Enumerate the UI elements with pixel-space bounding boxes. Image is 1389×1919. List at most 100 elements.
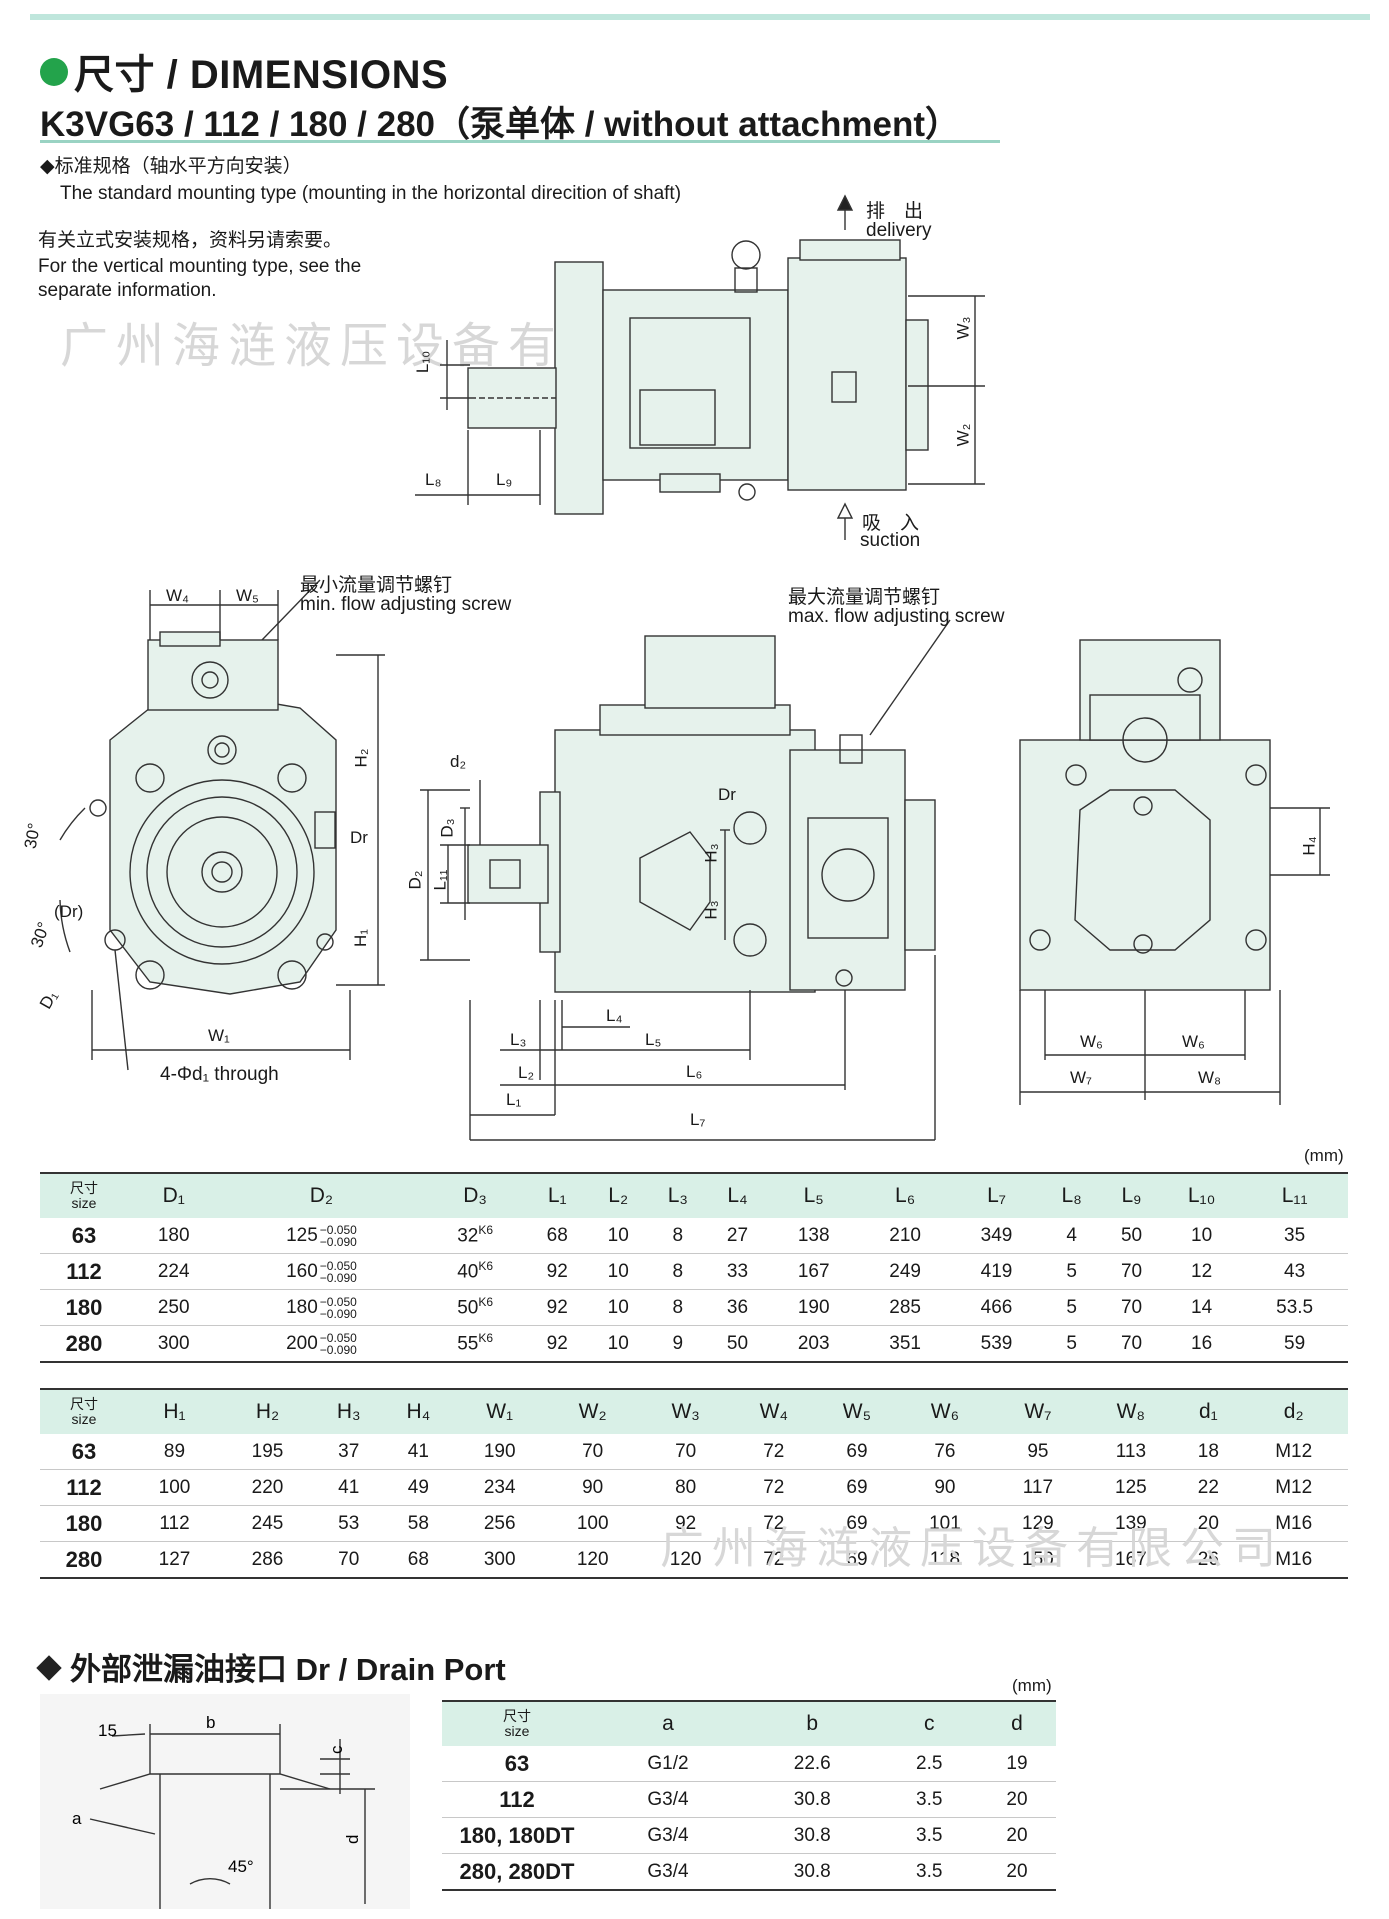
drain-dim-15: 15 <box>98 1721 117 1740</box>
drain-dim-c: c <box>327 1745 346 1754</box>
col-header: L₄ <box>707 1173 768 1218</box>
table-cell: 3.5 <box>916 1824 943 1846</box>
dim-l2: L₂ <box>518 1063 535 1082</box>
table-row: 180 250 180−0.050−0.090 50K6 92 10 8 36 … <box>40 1290 1348 1326</box>
dim-l8: L₈ <box>425 470 442 489</box>
table-cell: 22.6 <box>793 1752 831 1774</box>
table-cell: 139 <box>1115 1512 1147 1534</box>
drain-angle-45: 45° <box>228 1857 254 1876</box>
table-cell: 300 <box>483 1548 516 1570</box>
drain-dim-b: b <box>206 1713 215 1732</box>
pump-dimension-drawings <box>59 194 1330 1141</box>
col-header: L₅ <box>767 1173 860 1218</box>
table-cell: 100 <box>158 1476 191 1498</box>
table-cell: 90 <box>934 1476 956 1498</box>
table-cell: 256 <box>483 1512 516 1534</box>
table-cell: 245 <box>251 1512 284 1534</box>
top-accent-rule <box>30 14 1370 20</box>
col-header: W₃ <box>639 1389 733 1434</box>
table-cell: 90 <box>582 1476 604 1498</box>
table-cell: 41 <box>407 1440 429 1462</box>
table-cell: 72 <box>763 1512 785 1534</box>
drain-port-title: 外部泄漏油接口 Dr / Drain Port <box>36 1644 506 1689</box>
size-cell: 180 <box>65 1510 103 1536</box>
dim-w8: W₈ <box>1198 1068 1222 1087</box>
table-cell: 20 <box>1006 1824 1028 1846</box>
col-header: H₁ <box>128 1389 221 1434</box>
size-cell: 112 <box>66 1474 102 1500</box>
table-cell: 125 <box>1115 1476 1147 1498</box>
table-row: 280 300 200−0.050−0.090 55K6 92 10 9 50 … <box>40 1326 1348 1362</box>
table-cell: 3.5 <box>916 1788 943 1810</box>
table-cell: 49 <box>407 1476 429 1498</box>
col-header: H₂ <box>220 1389 314 1434</box>
table-cell: 92 <box>675 1512 697 1534</box>
table-row: 63 180 125−0.050−0.090 32K6 68 10 8 27 1… <box>40 1218 1348 1254</box>
dim-d3: D₃ <box>437 818 457 838</box>
table-cell: 234 <box>483 1476 516 1498</box>
table-cell: 70 <box>675 1440 697 1462</box>
delivery-label-cn: 排 出 <box>866 201 924 222</box>
col-header: H₄ <box>383 1389 454 1434</box>
dim-l1: L₁ <box>506 1090 522 1109</box>
dim-l9: L₉ <box>496 470 513 489</box>
table-cell: 72 <box>763 1548 785 1570</box>
max-flow-screw-cn: 最大流量调节螺钉 <box>788 587 941 608</box>
table-cell: 76 <box>934 1440 956 1462</box>
size-cell: 280, 280DT <box>459 1858 575 1884</box>
dim-l5: L₅ <box>645 1030 662 1049</box>
table-cell: 113 <box>1115 1440 1147 1462</box>
table-cell: 127 <box>158 1548 191 1570</box>
table-cell: G3/4 <box>647 1788 689 1810</box>
table-cell: 37 <box>338 1440 360 1462</box>
col-header: L₂ <box>587 1173 649 1218</box>
dim-h3-lower: H₃ <box>701 900 721 920</box>
table-cell: 3.5 <box>916 1860 943 1882</box>
table-cell: 69 <box>846 1512 868 1534</box>
drain-dim-d: d <box>343 1835 362 1844</box>
unit-label-2: (mm) <box>1012 1676 1052 1695</box>
table-cell: 118 <box>929 1548 961 1570</box>
table-cell: 80 <box>675 1476 697 1498</box>
dim-w5: W₅ <box>236 586 259 605</box>
table-cell: 70 <box>338 1548 360 1570</box>
col-header: D₃ <box>423 1173 527 1218</box>
watermark-table: 广州海涟液压设备有限公司 <box>660 1523 1284 1574</box>
page-title: 尺寸 / DIMENSIONS <box>40 42 448 100</box>
dim-h4: H₄ <box>1299 836 1319 856</box>
col-header: L₇ <box>950 1173 1043 1218</box>
dim-w4: W₄ <box>166 586 189 605</box>
table-cell: 30.8 <box>793 1860 831 1882</box>
table-cell: 30.8 <box>793 1788 831 1810</box>
table-cell: M12 <box>1275 1476 1313 1498</box>
table-cell: 101 <box>929 1512 961 1534</box>
table-cell: 20 <box>1197 1512 1219 1534</box>
table-cell: 100 <box>576 1512 609 1534</box>
table-cell: 20 <box>1006 1788 1028 1810</box>
col-header: b <box>744 1701 881 1746</box>
dim-w6-left: W₆ <box>1080 1032 1103 1051</box>
table-cell: 58 <box>407 1512 429 1534</box>
col-header: L₉ <box>1101 1173 1162 1218</box>
table-cell: 30.8 <box>793 1824 831 1846</box>
size-cell: 63 <box>504 1750 530 1776</box>
page-subtitle: K3VG63 / 112 / 180 / 280（泵单体 / without a… <box>40 96 1000 147</box>
table-cell: M16 <box>1275 1548 1313 1570</box>
side-view-pump <box>467 635 936 993</box>
dim-h2: H₂ <box>351 748 371 768</box>
col-header: W₂ <box>546 1389 640 1434</box>
col-header: W₈ <box>1084 1389 1178 1434</box>
table-cell: 22 <box>1197 1476 1219 1498</box>
table-cell: G3/4 <box>647 1860 689 1882</box>
side-view-dims <box>420 619 951 1141</box>
table-cell: 195 <box>251 1440 284 1462</box>
col-header: L₁₀ <box>1161 1173 1242 1218</box>
front-view-dims <box>59 579 385 1071</box>
col-header: a <box>592 1701 745 1746</box>
